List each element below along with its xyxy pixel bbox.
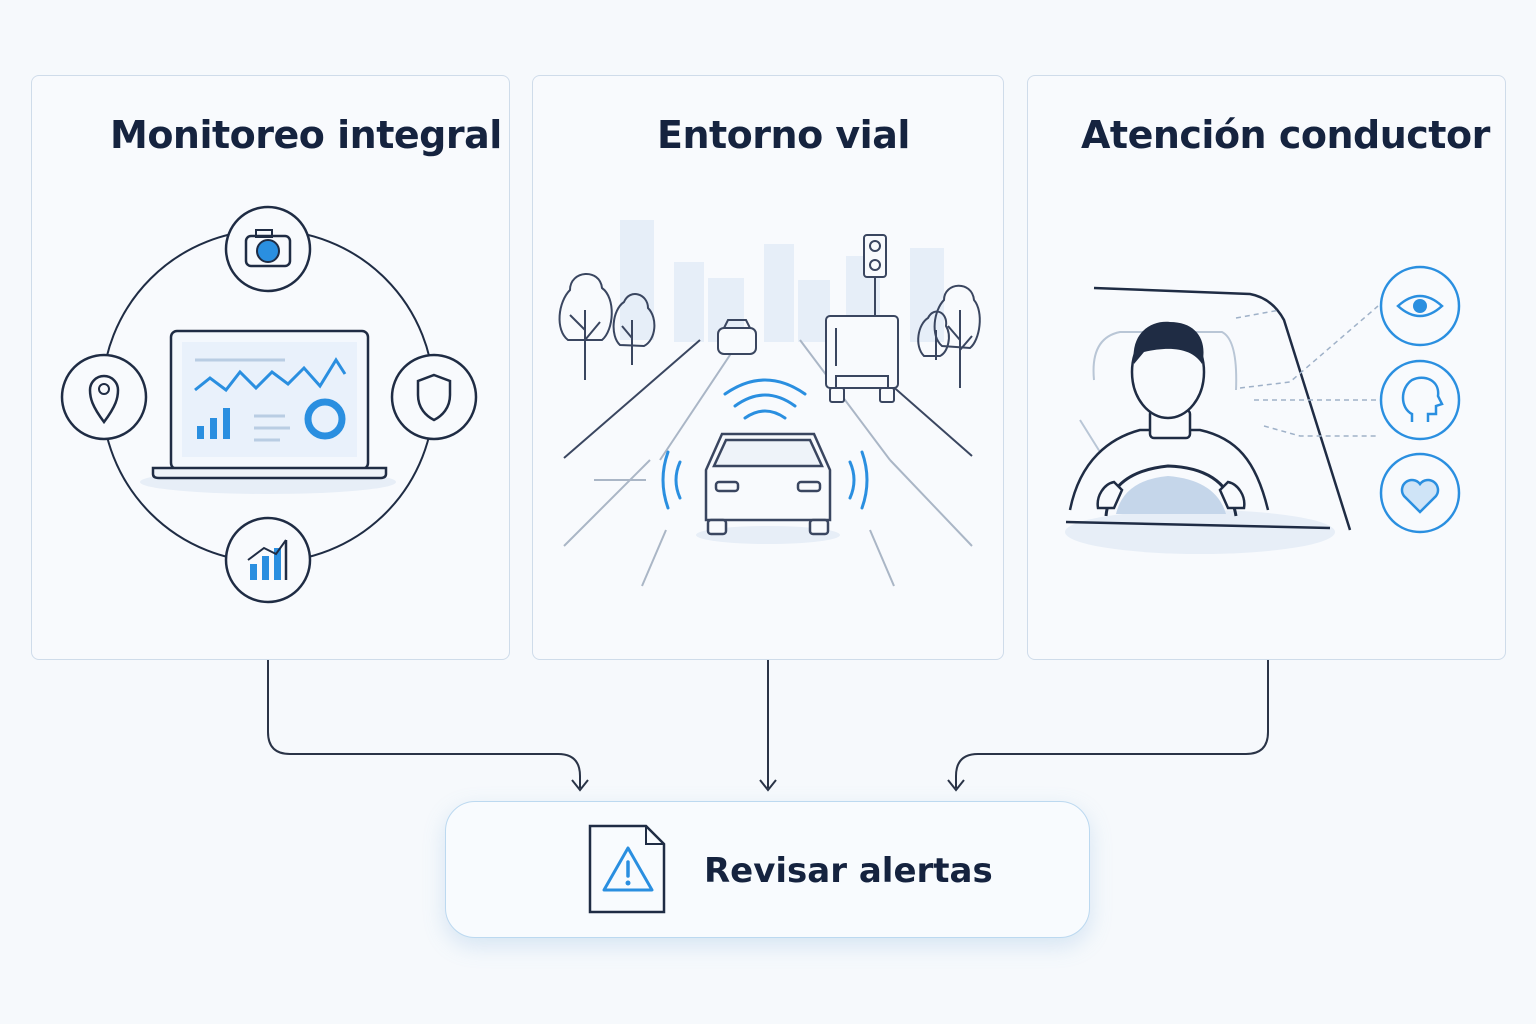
- location-pin-icon: [60, 353, 148, 441]
- review-alerts-button[interactable]: Revisar alertas: [445, 801, 1090, 938]
- panel-title-entorno: Entorno vial: [657, 113, 910, 157]
- eye-icon: [1379, 265, 1461, 347]
- truck-icon: [825, 315, 899, 403]
- panel-title-atencion: Atención conductor: [1081, 113, 1490, 157]
- road-environment-illustration: [558, 220, 981, 587]
- traffic-light-icon: [863, 234, 887, 316]
- laptop-dashboard-icon: [140, 329, 396, 494]
- monitoring-hub-illustration: [60, 205, 478, 604]
- review-alerts-label: Revisar alertas: [704, 851, 993, 891]
- heart-icon: [1379, 452, 1461, 534]
- sensor-waves-icon: [661, 378, 869, 510]
- driver-attention-illustration: [1065, 265, 1461, 554]
- tree-icon: [917, 284, 981, 388]
- panel-title-monitoreo: Monitoreo integral: [110, 113, 502, 157]
- warning-document-icon: [588, 824, 666, 914]
- steering-wheel-icon: [1096, 464, 1246, 517]
- car-icon: [696, 432, 840, 544]
- panel-entorno-vial: [532, 75, 1004, 660]
- bar-chart-icon: [224, 516, 312, 604]
- head-profile-icon: [1379, 359, 1461, 441]
- camera-icon: [224, 205, 312, 293]
- shield-icon: [390, 353, 478, 441]
- tree-icon: [558, 273, 656, 380]
